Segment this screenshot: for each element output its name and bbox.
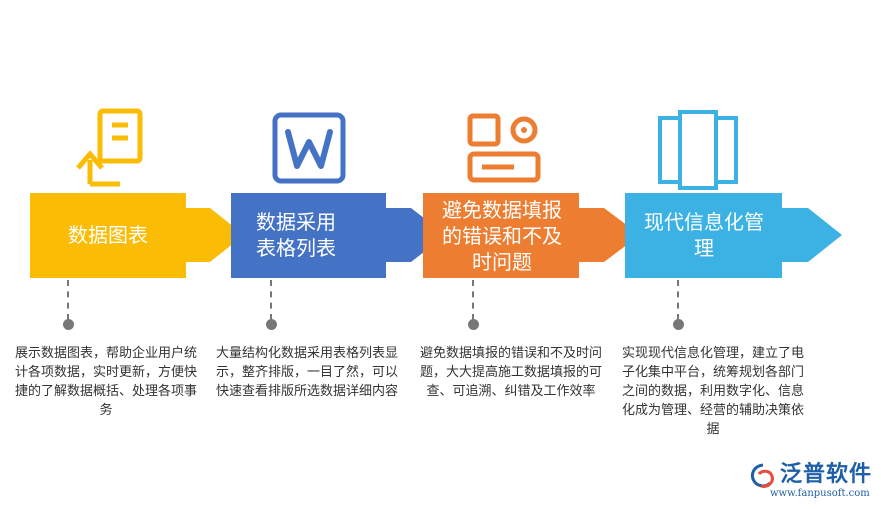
step-2-label: 数据采用表格列表 — [256, 210, 336, 260]
step-2-arrow — [231, 193, 446, 278]
logo-url: www.fanpusoft.com — [770, 488, 870, 499]
step-3-label: 避免数据填报的错误和不及时问题 — [442, 198, 562, 274]
step-3-arrow — [423, 193, 640, 278]
chart-document-icon — [76, 108, 143, 187]
step-4-dot — [673, 319, 684, 330]
step-2-description: 大量结构化数据采用表格列表显示，整齐排版，一目了然，可以快速查看排版所选数据详细… — [215, 346, 398, 399]
step-4-label: 现代信息化管理 — [644, 210, 764, 260]
step-3-connector — [472, 280, 474, 320]
columns-icon — [658, 110, 738, 190]
step-1-description: 展示数据图表，帮助企业用户统计各项数据，实时更新，方便快捷的了解数据概括、处理各… — [14, 346, 197, 418]
step-1-connector — [67, 280, 69, 320]
step-4-description: 实现现代信息化管理，建立了电子化集中平台，统筹规划各部门之间的数据，利用数字化、… — [621, 346, 804, 437]
step-1-label: 数据图表 — [68, 223, 148, 247]
step-3-dot — [468, 319, 479, 330]
step-4-connector — [677, 280, 679, 320]
toggle-form-icon — [467, 113, 541, 183]
company-logo: 泛普软件 www.fanpusoft.com — [748, 462, 876, 502]
step-2-connector — [270, 280, 272, 320]
step-3-description: 避免数据填报的错误和不及时问题，大大提高施工数据填报的可查、可追溯、纠错及工作效… — [419, 346, 602, 399]
logo-swirl-icon — [750, 463, 774, 488]
logo-name: 泛普软件 — [780, 462, 873, 487]
step-2-dot — [266, 319, 277, 330]
step-4-arrow — [625, 193, 842, 278]
step-1-dot — [63, 319, 74, 330]
step-1-arrow — [30, 193, 244, 278]
word-document-icon — [272, 112, 346, 184]
